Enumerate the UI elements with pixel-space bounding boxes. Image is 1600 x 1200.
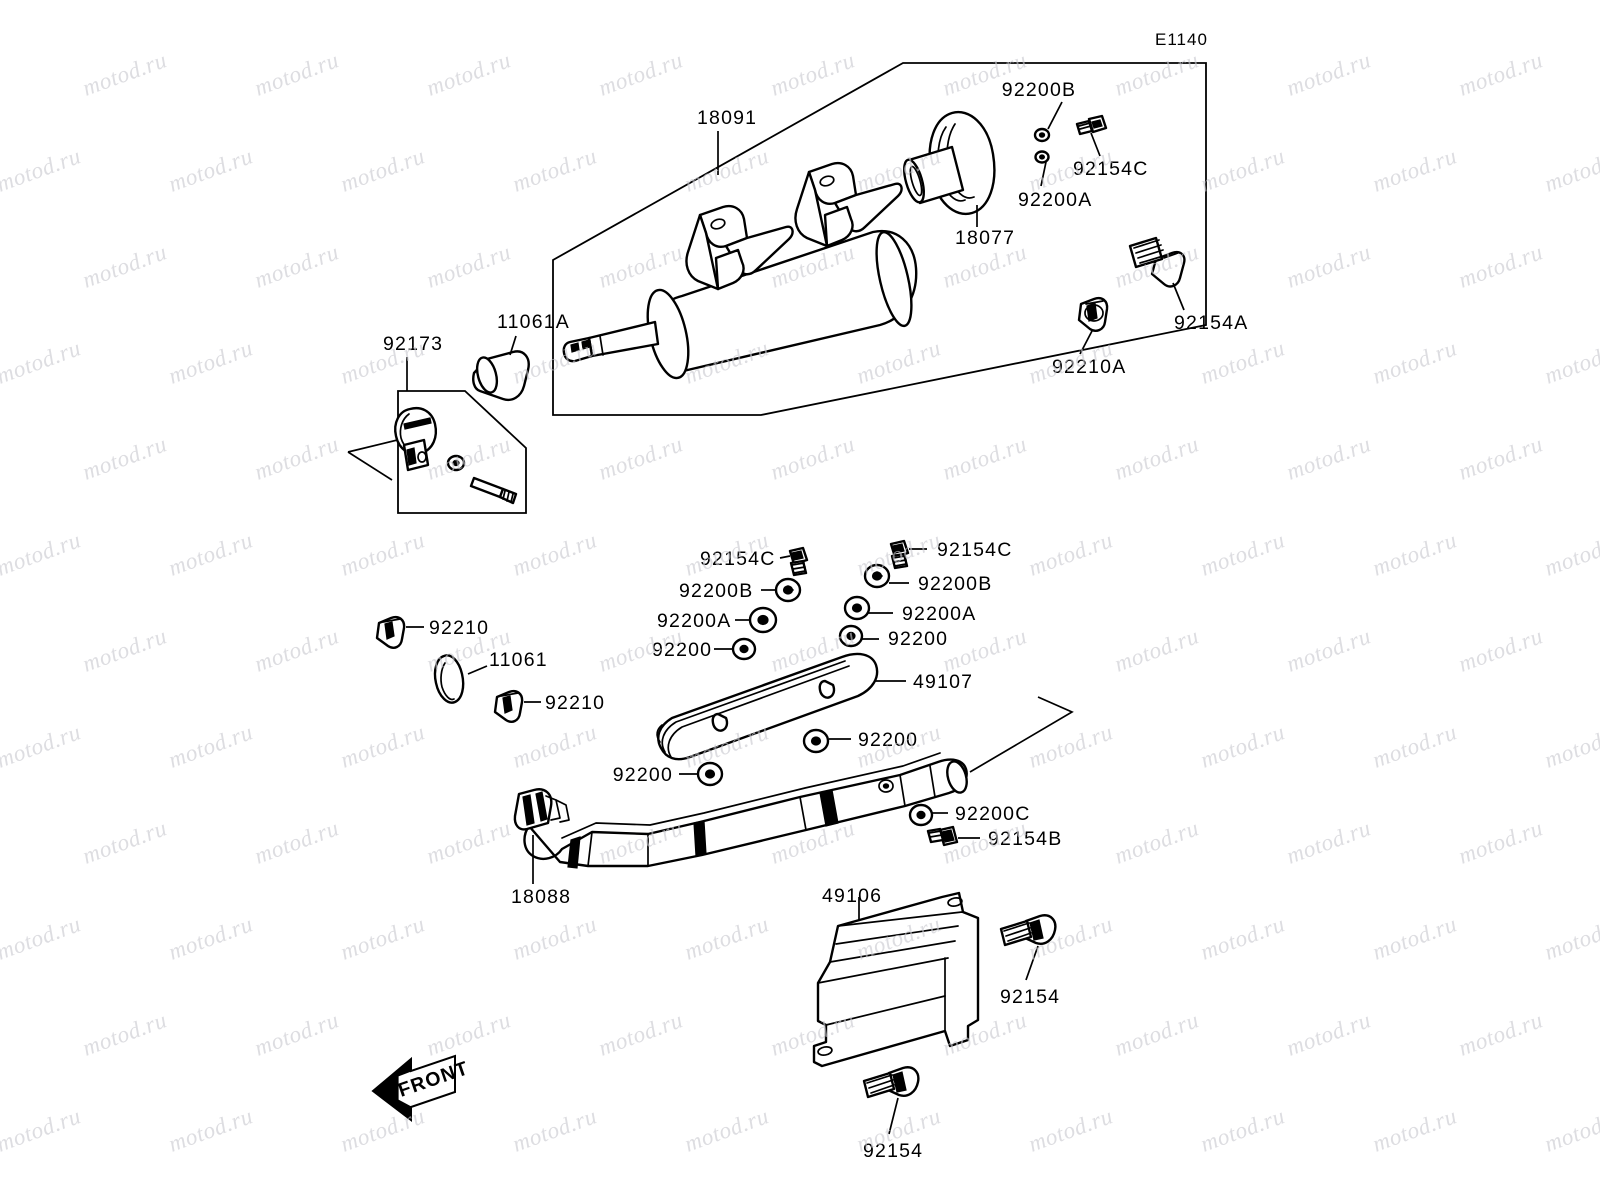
part-92200A-washer-right	[843, 595, 871, 621]
part-11061A-gasket	[472, 350, 530, 401]
leader-92154C-top	[1090, 132, 1101, 157]
part-92210-lower-left	[493, 689, 524, 723]
part-92200-washer-right	[838, 624, 864, 648]
part-18091-muffler	[562, 162, 918, 380]
part-18088-exhaust-pipe	[513, 752, 968, 869]
leader-92200B-top	[1047, 101, 1063, 130]
part-92200C-washer	[908, 803, 934, 827]
leader-11061A	[509, 335, 517, 356]
label-92200B-left: 92200B	[679, 580, 753, 602]
label-92200B-top: 92200B	[1002, 79, 1076, 101]
label-49106: 49106	[822, 885, 882, 907]
part-18077-tail-pipe-flange	[903, 110, 996, 216]
label-92200-right: 92200	[888, 628, 948, 650]
part-92200B-washer-right	[863, 563, 891, 589]
label-92154C-top: 92154C	[1073, 158, 1149, 180]
part-11061-gasket	[433, 654, 465, 704]
assembly-frame-upper	[552, 62, 1207, 416]
label-92200A-top: 92200A	[1018, 189, 1092, 211]
part-49107-cover	[656, 652, 879, 761]
part-92200A-washer-top	[1034, 150, 1050, 164]
part-92210-nut-upper-left	[375, 615, 406, 649]
label-92173: 92173	[383, 333, 443, 355]
sheet-code-label: E1140	[1155, 30, 1208, 49]
label-92154-lower: 92154	[863, 1140, 923, 1162]
part-49106-heat-shield	[812, 891, 980, 1068]
label-18077: 18077	[955, 227, 1015, 249]
part-92154C-bolt-top	[1075, 114, 1108, 136]
leader-92154-lower	[888, 1097, 899, 1135]
label-92200A-right: 92200A	[902, 603, 976, 625]
part-92154B-bolt	[926, 825, 959, 847]
part-92154C-bolt-left	[788, 546, 809, 577]
part-92154C-bolt-right	[889, 539, 910, 570]
label-92210A: 92210A	[1052, 356, 1126, 378]
leader-92154A	[1172, 282, 1185, 311]
leader-92200A-top	[1040, 161, 1047, 187]
label-18091: 18091	[697, 107, 757, 129]
leader-92154-upper	[1025, 945, 1039, 981]
label-18088: 18088	[511, 886, 571, 908]
label-92154B: 92154B	[988, 828, 1062, 850]
part-92200-washer-pipe-low	[696, 761, 724, 787]
label-92200C: 92200C	[955, 803, 1031, 825]
label-49107: 49107	[913, 671, 973, 693]
label-92200A-left: 92200A	[657, 610, 731, 632]
label-92200-pipe-low: 92200	[613, 764, 673, 786]
label-92210-lower-left: 92210	[545, 692, 605, 714]
label-92154-upper: 92154	[1000, 986, 1060, 1008]
leader-92154C-left	[779, 555, 791, 559]
part-92200-washer-left	[731, 637, 757, 661]
label-92200-left: 92200	[652, 639, 712, 661]
leader-11061	[467, 665, 488, 675]
part-92210A-nut-right	[1077, 296, 1109, 332]
part-92154-bolt-upper	[999, 914, 1057, 947]
label-92200B-right: 92200B	[918, 573, 992, 595]
label-92210-upper-left: 92210	[429, 617, 489, 639]
pointer-arrow-pipe	[969, 696, 1074, 773]
part-92200A-washer-left	[748, 606, 778, 634]
label-11061: 11061	[489, 649, 548, 671]
label-11061A: 11061A	[497, 311, 570, 333]
part-92173-clamp-group	[347, 390, 527, 514]
part-92200B-washer-top	[1033, 127, 1051, 143]
part-92154A-bolt-right	[1128, 236, 1186, 288]
leader-92210A	[1079, 330, 1093, 355]
part-92200B-washer-left	[774, 577, 802, 603]
label-92154C-left: 92154C	[700, 548, 776, 570]
part-92200-washer-pipe-mid	[802, 728, 830, 754]
front-direction-marker: FRONT	[371, 1054, 472, 1123]
label-92200-pipe-mid: 92200	[858, 729, 918, 751]
label-92154C-right: 92154C	[937, 539, 1013, 561]
part-92154-bolt-lower	[862, 1066, 920, 1099]
label-92154A: 92154A	[1174, 312, 1248, 334]
